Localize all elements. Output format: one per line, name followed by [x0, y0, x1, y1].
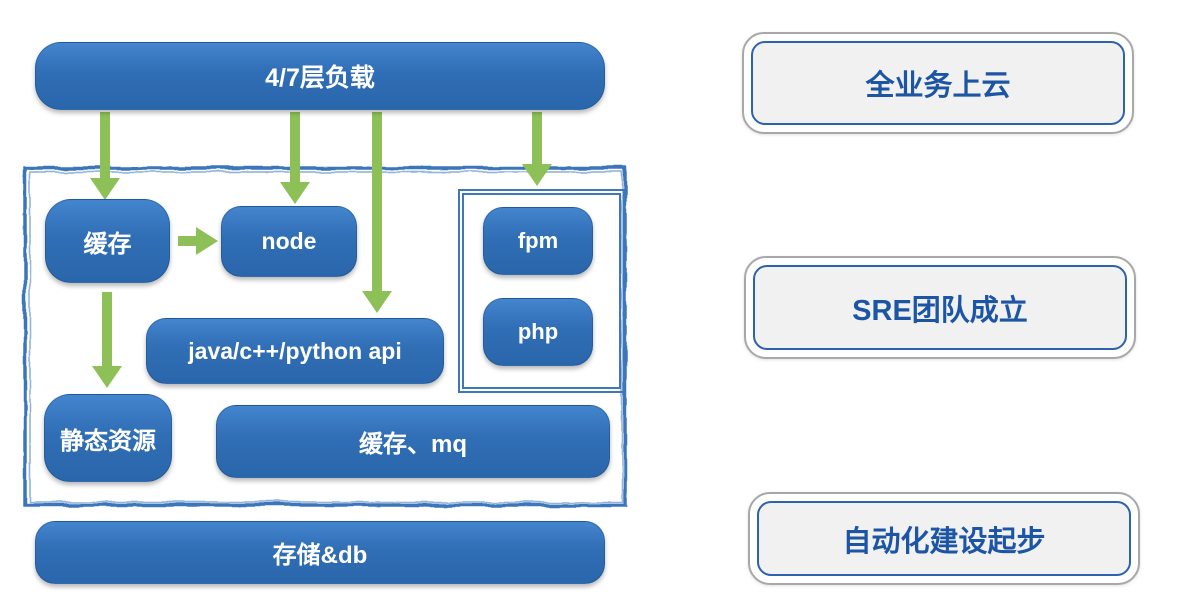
arrow-cache-to-static-icon [92, 292, 122, 388]
php-group-container [458, 189, 625, 393]
node-cache-mq: 缓存、mq [216, 405, 610, 478]
arrow-load-to-cache-icon [90, 112, 120, 200]
milestone-label: SRE团队成立 [753, 265, 1127, 350]
node-api: java/c++/python api [146, 318, 444, 384]
arrow-load-to-fpm-icon [522, 112, 552, 186]
milestone-card-cloud: 全业务上云 [742, 32, 1134, 134]
arrow-load-to-node-icon [280, 112, 310, 204]
arrow-cache-to-node-icon [178, 227, 218, 255]
milestone-label: 自动化建设起步 [757, 501, 1131, 576]
node-storage-db: 存储&db [35, 521, 605, 584]
node-node: node [221, 206, 357, 277]
milestone-card-sre: SRE团队成立 [744, 256, 1136, 359]
node-static-resources: 静态资源 [44, 394, 172, 482]
milestone-label: 全业务上云 [751, 41, 1125, 125]
node-php: php [483, 298, 593, 366]
arrow-load-to-api-icon [362, 112, 392, 313]
milestone-card-automation: 自动化建设起步 [748, 492, 1140, 585]
node-load-balancer: 4/7层负载 [35, 42, 605, 110]
node-fpm: fpm [483, 207, 593, 275]
node-cache: 缓存 [45, 199, 170, 283]
